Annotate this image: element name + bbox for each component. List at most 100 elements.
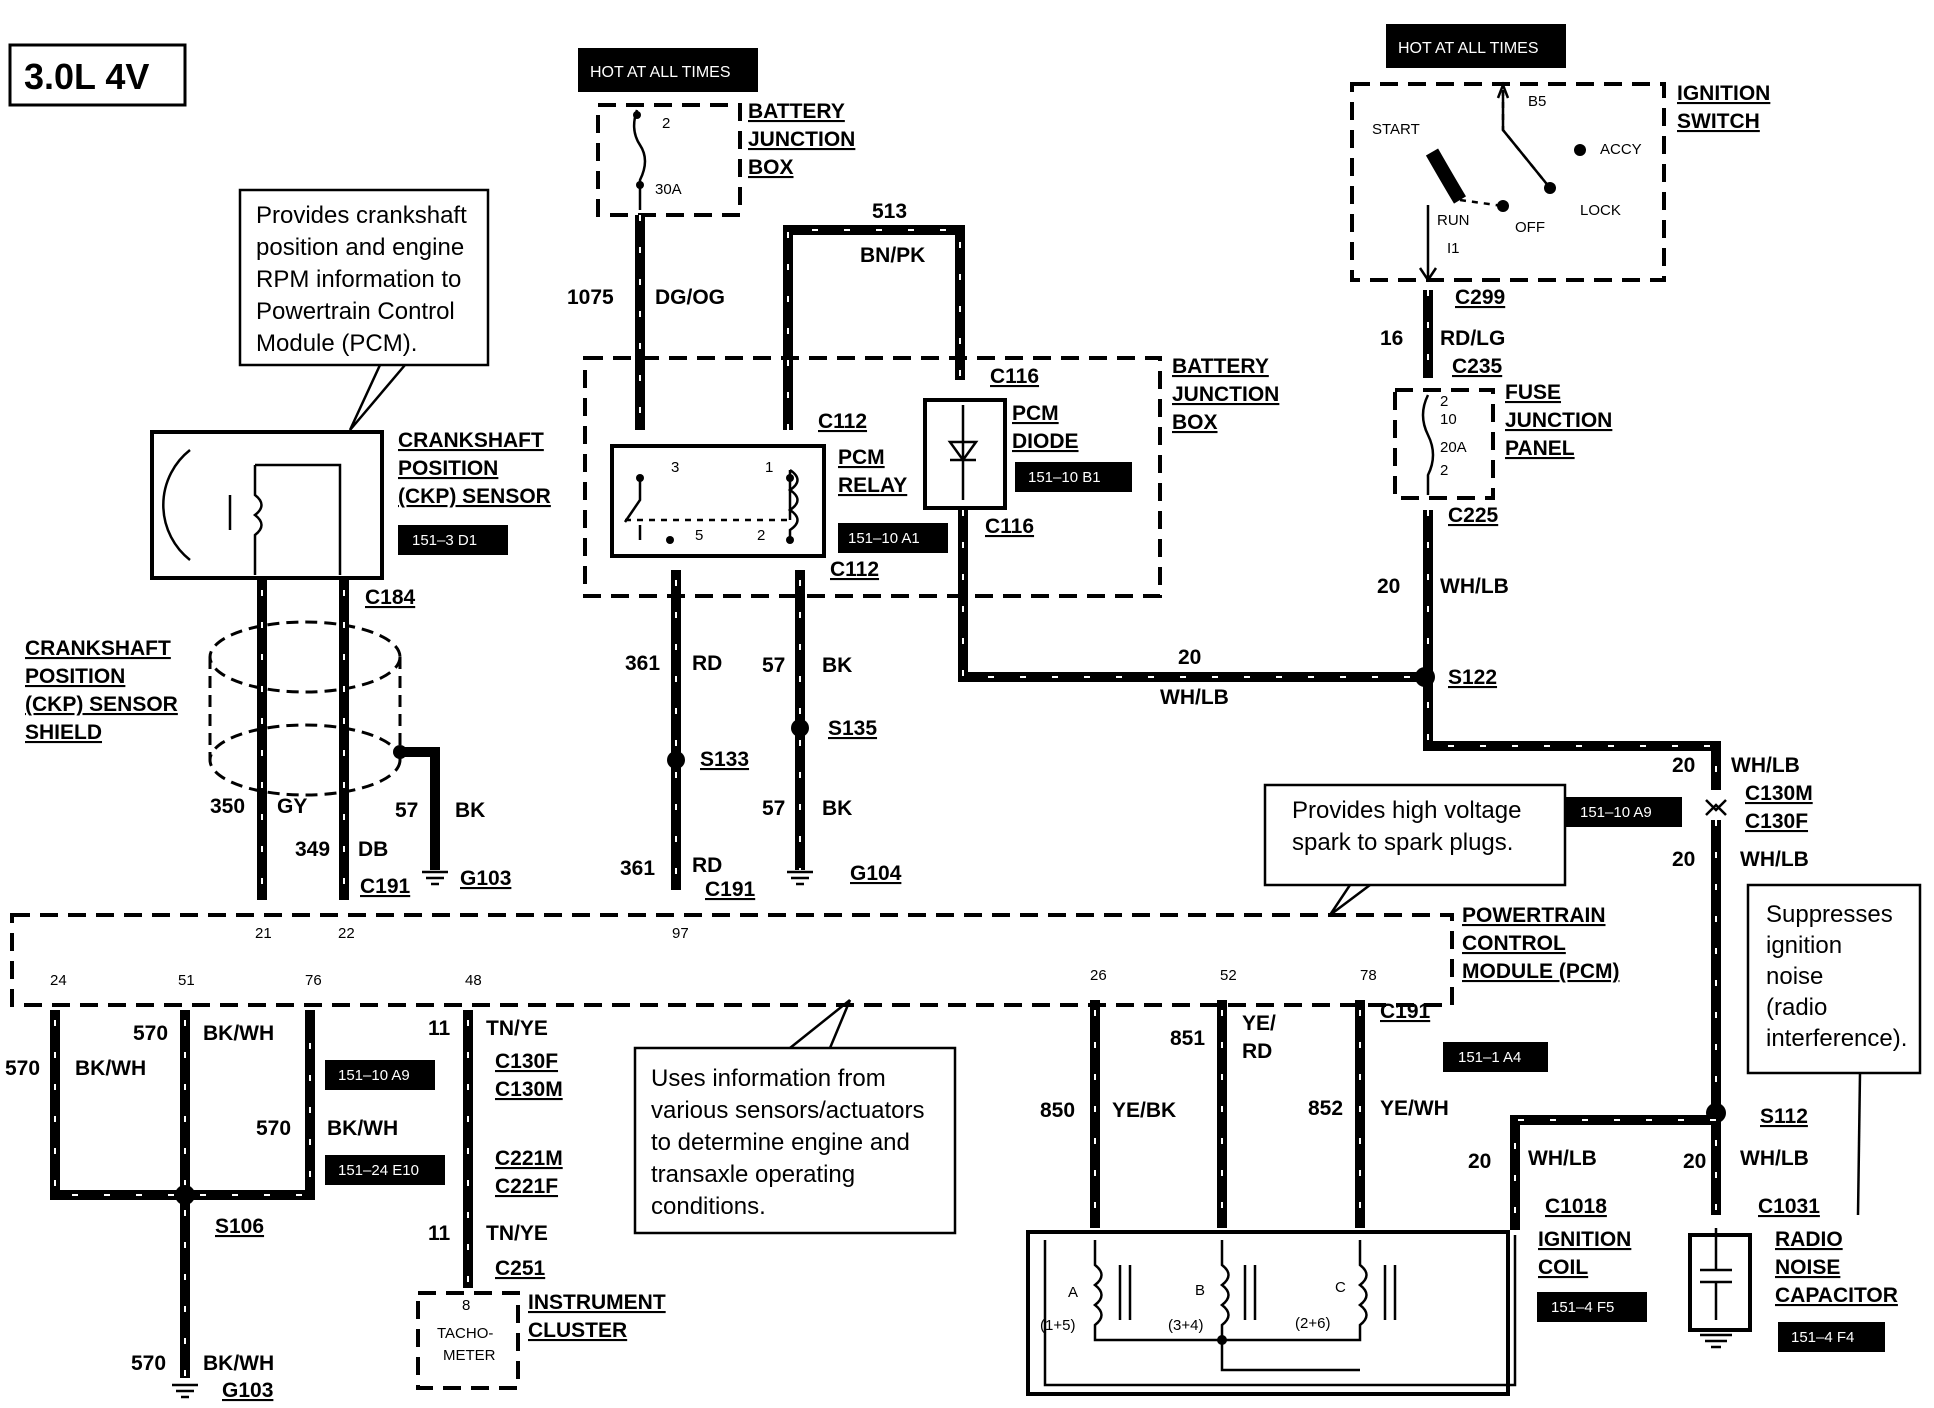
- svg-text:METER: METER: [443, 1347, 496, 1364]
- svg-text:C221F: C221F: [495, 1175, 558, 1198]
- svg-text:151–4 F4: 151–4 F4: [1791, 1329, 1854, 1346]
- svg-text:GY: GY: [277, 795, 307, 818]
- gear-icon: [162, 449, 191, 561]
- svg-text:350: 350: [210, 795, 245, 818]
- svg-text:20: 20: [1672, 754, 1695, 777]
- svg-text:SWITCH: SWITCH: [1677, 110, 1760, 133]
- diode-icon: [947, 405, 979, 500]
- svg-text:HOT AT ALL TIMES: HOT AT ALL TIMES: [1398, 40, 1539, 57]
- svg-text:361: 361: [620, 857, 655, 880]
- svg-text:RD: RD: [1242, 1040, 1272, 1063]
- svg-text:interference).: interference).: [1766, 1025, 1907, 1052]
- svg-text:851: 851: [1170, 1027, 1205, 1050]
- svg-text:Module (PCM).: Module (PCM).: [256, 330, 417, 357]
- svg-text:FUSE: FUSE: [1505, 381, 1561, 404]
- svg-text:Powertrain Control: Powertrain Control: [256, 298, 455, 325]
- svg-text:WH/LB: WH/LB: [1731, 754, 1800, 777]
- svg-text:BK/WH: BK/WH: [327, 1117, 398, 1140]
- svg-text:26: 26: [1090, 967, 1107, 984]
- svg-text:BK: BK: [455, 799, 485, 822]
- svg-text:C130M: C130M: [495, 1078, 563, 1101]
- battery-junction-box-label-2: BATTERY JUNCTION BOX: [1172, 355, 1279, 434]
- ignition-switch-label: IGNITION SWITCH: [1677, 82, 1770, 133]
- splice-s133: [667, 751, 685, 769]
- svg-text:C1018: C1018: [1545, 1195, 1607, 1218]
- svg-text:151–10 A1: 151–10 A1: [848, 530, 920, 547]
- svg-text:TN/YE: TN/YE: [486, 1222, 548, 1245]
- svg-text:CRANKSHAFT: CRANKSHAFT: [398, 429, 544, 452]
- svg-text:570: 570: [133, 1022, 168, 1045]
- svg-text:2: 2: [1440, 462, 1448, 479]
- svg-text:C221M: C221M: [495, 1147, 563, 1170]
- svg-text:1075: 1075: [567, 286, 614, 309]
- svg-text:C251: C251: [495, 1257, 546, 1280]
- svg-text:POSITION: POSITION: [398, 457, 498, 480]
- svg-text:BK/WH: BK/WH: [203, 1352, 274, 1375]
- svg-text:20: 20: [1672, 848, 1695, 871]
- svg-text:S133: S133: [700, 748, 749, 771]
- pcm-diode: [923, 398, 1007, 510]
- svg-text:C116: C116: [985, 515, 1034, 538]
- splice-s135: [791, 719, 809, 737]
- battery-fuse-box: [596, 103, 742, 217]
- svg-text:78: 78: [1360, 967, 1377, 984]
- capacitor-icon: [1700, 1228, 1732, 1320]
- svg-text:8: 8: [462, 1297, 470, 1314]
- svg-text:A: A: [1068, 1284, 1078, 1301]
- svg-text:B5: B5: [1528, 93, 1546, 110]
- svg-text:97: 97: [672, 925, 689, 942]
- svg-text:G104: G104: [850, 862, 902, 885]
- svg-text:57: 57: [762, 797, 785, 820]
- svg-text:570: 570: [5, 1057, 40, 1080]
- svg-text:151–10 A9: 151–10 A9: [338, 1067, 410, 1084]
- svg-text:ACCY: ACCY: [1600, 141, 1642, 158]
- engine-label: 3.0L 4V: [24, 56, 149, 97]
- svg-text:S106: S106: [215, 1215, 264, 1238]
- svg-text:C191: C191: [360, 875, 411, 898]
- ground-g103-icon: [422, 870, 448, 886]
- svg-text:52: 52: [1220, 967, 1237, 984]
- svg-text:51: 51: [178, 972, 195, 989]
- svg-text:POWERTRAIN: POWERTRAIN: [1462, 904, 1606, 927]
- svg-text:2: 2: [757, 527, 765, 544]
- svg-text:various sensors/actuators: various sensors/actuators: [651, 1097, 924, 1124]
- svg-text:C184: C184: [365, 586, 416, 609]
- svg-text:(radio: (radio: [1766, 994, 1827, 1021]
- svg-text:C112: C112: [830, 558, 879, 581]
- start-contact-icon: [1425, 148, 1467, 204]
- svg-text:1: 1: [765, 459, 773, 476]
- svg-text:LOCK: LOCK: [1580, 202, 1621, 219]
- ckp-shield: [208, 620, 402, 694]
- svg-text:(3+4): (3+4): [1168, 1317, 1203, 1334]
- svg-text:DIODE: DIODE: [1012, 430, 1079, 453]
- svg-text:CLUSTER: CLUSTER: [528, 1319, 627, 1342]
- svg-text:YE/WH: YE/WH: [1380, 1097, 1449, 1120]
- svg-text:noise: noise: [1766, 963, 1823, 990]
- hot-banner-ignition: HOT AT ALL TIMES: [1386, 24, 1566, 68]
- svg-text:151–10 B1: 151–10 B1: [1028, 469, 1101, 486]
- svg-text:OFF: OFF: [1515, 219, 1545, 236]
- badge-pcm-left: 151–10 A9: [325, 1060, 435, 1090]
- svg-text:2: 2: [662, 115, 670, 132]
- svg-text:30A: 30A: [655, 181, 682, 198]
- svg-text:B: B: [1195, 1282, 1205, 1299]
- fuse-junction-panel-label: FUSE JUNCTION PANEL: [1505, 381, 1612, 460]
- svg-text:CRANKSHAFT: CRANKSHAFT: [25, 637, 171, 660]
- svg-text:(1+5): (1+5): [1040, 1317, 1075, 1334]
- svg-text:BK/WH: BK/WH: [75, 1057, 146, 1080]
- svg-text:20: 20: [1178, 646, 1201, 669]
- svg-text:YE/BK: YE/BK: [1112, 1099, 1176, 1122]
- svg-text:C130F: C130F: [495, 1050, 558, 1073]
- svg-text:2: 2: [1440, 393, 1448, 410]
- svg-text:RD: RD: [692, 854, 722, 877]
- svg-text:21: 21: [255, 925, 272, 942]
- ignition-switch: [1350, 82, 1666, 282]
- svg-text:S112: S112: [1760, 1105, 1808, 1128]
- splice-s122: [1415, 667, 1435, 687]
- pcm-relay-label: PCM RELAY: [838, 446, 907, 497]
- svg-text:PANEL: PANEL: [1505, 437, 1575, 460]
- svg-text:conditions.: conditions.: [651, 1193, 766, 1220]
- pcm-relay: [610, 444, 826, 558]
- fuse-20a-icon: [1421, 394, 1435, 495]
- svg-text:WH/LB: WH/LB: [1528, 1147, 1597, 1170]
